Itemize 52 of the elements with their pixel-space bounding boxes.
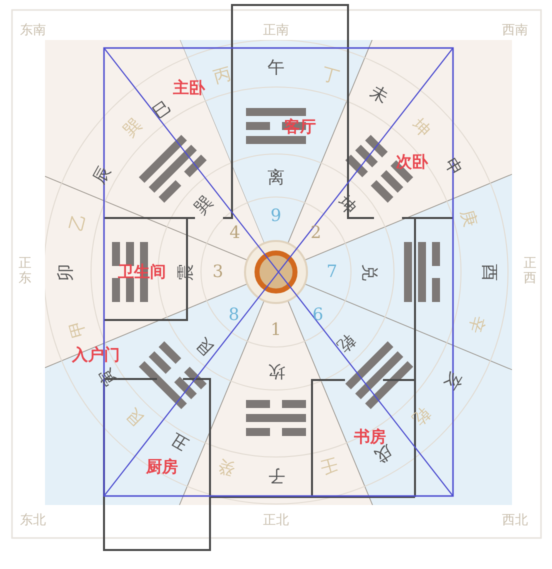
trigram-name: 艮 — [192, 332, 218, 358]
palace-number: 6 — [312, 306, 324, 324]
trigram-name: 震 — [178, 264, 194, 280]
mountain-label: 丁 — [320, 66, 340, 86]
mountain-label: 庚 — [456, 208, 478, 228]
mountain-label: 未 — [366, 83, 390, 107]
trigram-name: 坎 — [268, 362, 284, 378]
room-label: 厨房 — [146, 459, 178, 475]
mountain-label: 寅 — [96, 364, 120, 388]
direction-label: 西北 — [502, 514, 528, 526]
direction-label: 东南 — [20, 24, 46, 36]
direction-label: 东北 — [20, 514, 46, 526]
palace-number: 3 — [212, 264, 224, 280]
direction-label: 正北 — [263, 514, 289, 526]
trigram-name: 坤 — [334, 192, 358, 218]
mountain-label: 午 — [268, 60, 284, 76]
direction-label: 正东 — [18, 257, 32, 287]
mountain-label: 酉 — [480, 264, 496, 280]
mountain-label: 巽 — [120, 116, 146, 140]
mountain-label: 丑 — [168, 428, 192, 452]
mountain-label: 壬 — [318, 454, 338, 474]
mountain-label: 辛 — [464, 314, 486, 334]
mountain-label: 癸 — [216, 456, 236, 476]
mountain-label: 艮 — [122, 402, 148, 428]
mountain-label: 坤 — [408, 116, 432, 140]
trigram-name: 离 — [268, 170, 284, 186]
direction-label: 正南 — [263, 24, 289, 36]
mountain-label: 子 — [268, 466, 284, 482]
room-label: 次卧 — [396, 154, 428, 170]
mountain-label: 申 — [440, 155, 464, 179]
direction-label: 正西 — [524, 257, 536, 287]
mountain-label: 乾 — [408, 402, 432, 428]
palace-number: 8 — [228, 306, 240, 324]
palace-number: 4 — [230, 224, 240, 242]
palace-number: 9 — [270, 208, 282, 224]
mountain-label: 甲 — [68, 318, 88, 338]
mountain-label: 卯 — [58, 264, 74, 280]
palace-number: 2 — [310, 224, 322, 242]
palace-number: 1 — [270, 322, 282, 338]
trigram-name: 乾 — [332, 330, 358, 354]
mountain-label: 巳 — [150, 98, 174, 122]
mountain-label: 辰 — [90, 163, 114, 187]
trigram-name: 巽 — [192, 192, 216, 218]
room-label: 卫生间 — [118, 264, 166, 280]
palace-number: 7 — [326, 264, 338, 280]
room-label: 主卧 — [173, 80, 205, 96]
mountain-label: 丙 — [212, 66, 232, 86]
mountain-label: 乙 — [68, 212, 88, 232]
trigram-name: 兑 — [360, 264, 376, 280]
room-label: 书房 — [354, 429, 386, 445]
mountain-label: 亥 — [440, 368, 464, 392]
direction-label: 西南 — [502, 24, 528, 36]
